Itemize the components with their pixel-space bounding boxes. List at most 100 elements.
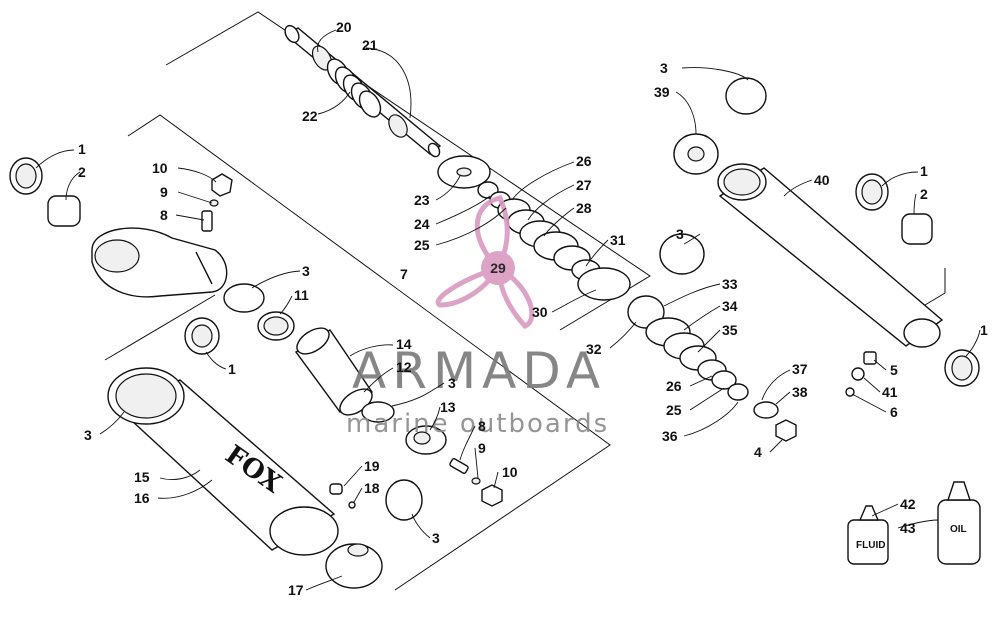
callout-24: 24 — [414, 216, 430, 232]
callout-3: 3 — [302, 263, 310, 279]
washer — [753, 401, 779, 419]
frame-lines — [104, 11, 946, 591]
frame-reservoir — [127, 114, 611, 591]
fluid-bottle: FLUID — [847, 505, 889, 565]
part-5 — [863, 351, 877, 365]
callout-33: 33 — [722, 276, 738, 292]
callout-30: 30 — [532, 304, 548, 320]
frame-line-right — [919, 268, 946, 309]
callout-11: 11 — [294, 287, 309, 303]
callout-6: 6 — [890, 404, 898, 420]
shim — [711, 370, 737, 390]
watermark: 29 ARMADA marine outboards — [346, 195, 609, 439]
shaft-tip — [427, 142, 441, 158]
callout-18: 18 — [364, 480, 380, 496]
valve-core-2 — [449, 458, 469, 474]
callout-43: 43 — [900, 520, 916, 536]
shaft-assembly — [284, 24, 442, 158]
callout-3: 3 — [660, 60, 668, 76]
callout-15: 15 — [134, 469, 150, 485]
callout-25: 25 — [666, 402, 682, 418]
shim — [577, 267, 631, 301]
callout-36: 36 — [662, 428, 678, 444]
valve-cap-2 — [481, 484, 503, 507]
callout-23: 23 — [414, 192, 430, 208]
callout-39: 39 — [654, 84, 670, 100]
valve-core — [201, 210, 213, 232]
callout-38: 38 — [792, 384, 808, 400]
callout-41: 41 — [882, 384, 898, 400]
callout-40: 40 — [814, 172, 830, 188]
callout-12: 12 — [396, 359, 412, 375]
eyelet-bushings-right — [845, 173, 980, 397]
oil-bottle: OIL — [937, 481, 981, 565]
shaft-threaded-end — [284, 24, 300, 44]
o-ring-3b — [361, 401, 395, 423]
callout-3: 3 — [432, 530, 440, 546]
callout-20: 20 — [336, 19, 352, 35]
callout-22: 22 — [302, 108, 318, 124]
body-cap — [91, 227, 228, 298]
callout-9: 9 — [478, 440, 486, 456]
callout-16: 16 — [134, 490, 150, 506]
logo-number: 29 — [490, 260, 506, 276]
reservoir-body: FOX — [107, 367, 339, 556]
callout-5: 5 — [890, 362, 898, 378]
callout-3: 3 — [448, 375, 456, 391]
callout-42: 42 — [900, 496, 916, 512]
callout-26: 26 — [576, 153, 592, 169]
oil-bottle-label: OIL — [950, 524, 967, 535]
shim — [727, 383, 749, 401]
seal-rings-mid — [184, 283, 295, 355]
callout-19: 19 — [364, 458, 380, 474]
callout-2: 2 — [78, 164, 86, 180]
shaft-seal-head — [388, 114, 408, 138]
callout-35: 35 — [722, 322, 738, 338]
callout-9: 9 — [160, 184, 168, 200]
part-41 — [851, 367, 865, 381]
propeller-logo: 29 — [435, 195, 535, 329]
callout-34: 34 — [722, 298, 738, 314]
callout-28: 28 — [576, 200, 592, 216]
callout-10: 10 — [152, 160, 168, 176]
end-cap-lower — [325, 479, 423, 589]
callout-17: 17 — [288, 582, 304, 598]
callout-1: 1 — [920, 163, 928, 179]
fluid-bottle-label: FLUID — [856, 540, 885, 551]
ball-18 — [348, 501, 356, 509]
callout-32: 32 — [586, 341, 602, 357]
inner-sleeve — [294, 327, 373, 416]
callout-8: 8 — [160, 207, 168, 223]
o-ring-small — [209, 199, 219, 207]
watermark-title: ARMADA — [352, 342, 606, 400]
callout-8: 8 — [478, 418, 486, 434]
watermark-subtitle: marine outboards — [346, 409, 609, 439]
callout-1: 1 — [78, 141, 86, 157]
valve-cap — [211, 173, 233, 197]
bumper-spring — [326, 58, 382, 118]
callout-13: 13 — [440, 399, 456, 415]
callout-25: 25 — [414, 237, 430, 253]
lock-nut — [775, 419, 797, 442]
callout-2: 2 — [920, 186, 928, 202]
pin-19 — [329, 483, 343, 495]
valve-upper — [201, 173, 233, 232]
callout-10: 10 — [502, 464, 518, 480]
callout-14: 14 — [396, 336, 412, 352]
callout-7: 7 — [400, 266, 408, 282]
callout-1: 1 — [980, 322, 988, 338]
callout-3: 3 — [84, 427, 92, 443]
eyelet-bushings-left — [9, 157, 81, 227]
o-ring-3c — [385, 479, 423, 521]
callout-labels: 20 21 22 1 2 10 9 8 3 11 7 1 14 12 3 13 … — [78, 19, 988, 598]
callout-1: 1 — [228, 361, 236, 377]
ring-3-top — [725, 77, 767, 115]
right-cylinder — [659, 77, 944, 348]
o-ring-3 — [223, 283, 265, 313]
frame-line — [104, 294, 216, 361]
ring-3-right — [659, 233, 705, 275]
frame-shaft — [165, 11, 651, 331]
callout-37: 37 — [792, 361, 808, 377]
callout-4: 4 — [754, 444, 762, 460]
